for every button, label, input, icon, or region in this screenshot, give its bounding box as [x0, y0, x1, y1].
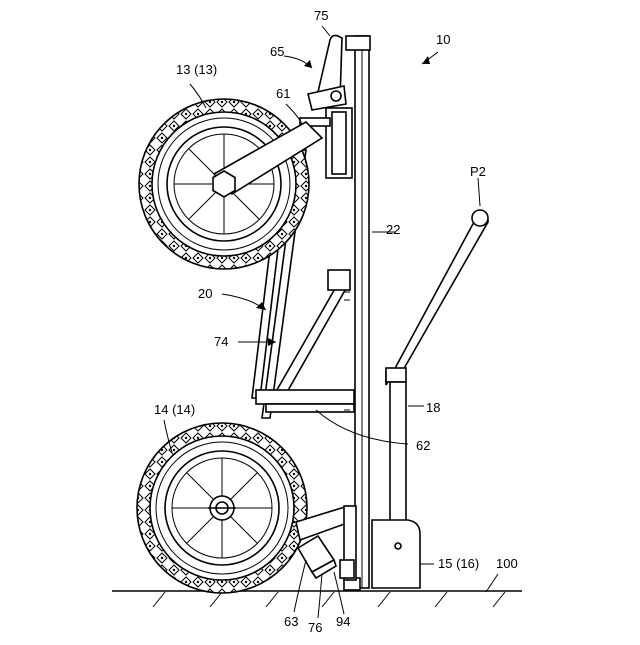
label-63: 63 [284, 614, 298, 629]
label-P2: P2 [470, 164, 486, 179]
arrow-head-65 [304, 60, 312, 68]
label-61: 61 [276, 86, 290, 101]
label-75: 75 [314, 8, 328, 23]
label-100: 100 [496, 556, 518, 571]
arrow-head-10 [422, 56, 430, 64]
label-10: 10 [436, 32, 450, 47]
label-76: 76 [308, 620, 322, 635]
label-18: 18 [426, 400, 440, 415]
handle-bar [386, 210, 488, 385]
label-62: 62 [416, 438, 430, 453]
upper-wheel [139, 99, 322, 269]
label-94: 94 [336, 614, 350, 629]
label-20: 20 [198, 286, 212, 301]
label-15: 15 (16) [438, 556, 479, 571]
label-65: 65 [270, 44, 284, 59]
label-13: 13 (13) [176, 62, 217, 77]
lower-wheel [137, 423, 307, 593]
ground-line [112, 591, 522, 607]
label-14: 14 (14) [154, 402, 195, 417]
label-74: 74 [214, 334, 228, 349]
label-22: 22 [386, 222, 400, 237]
rear-bar [390, 382, 406, 538]
upper-bracket [300, 36, 352, 179]
